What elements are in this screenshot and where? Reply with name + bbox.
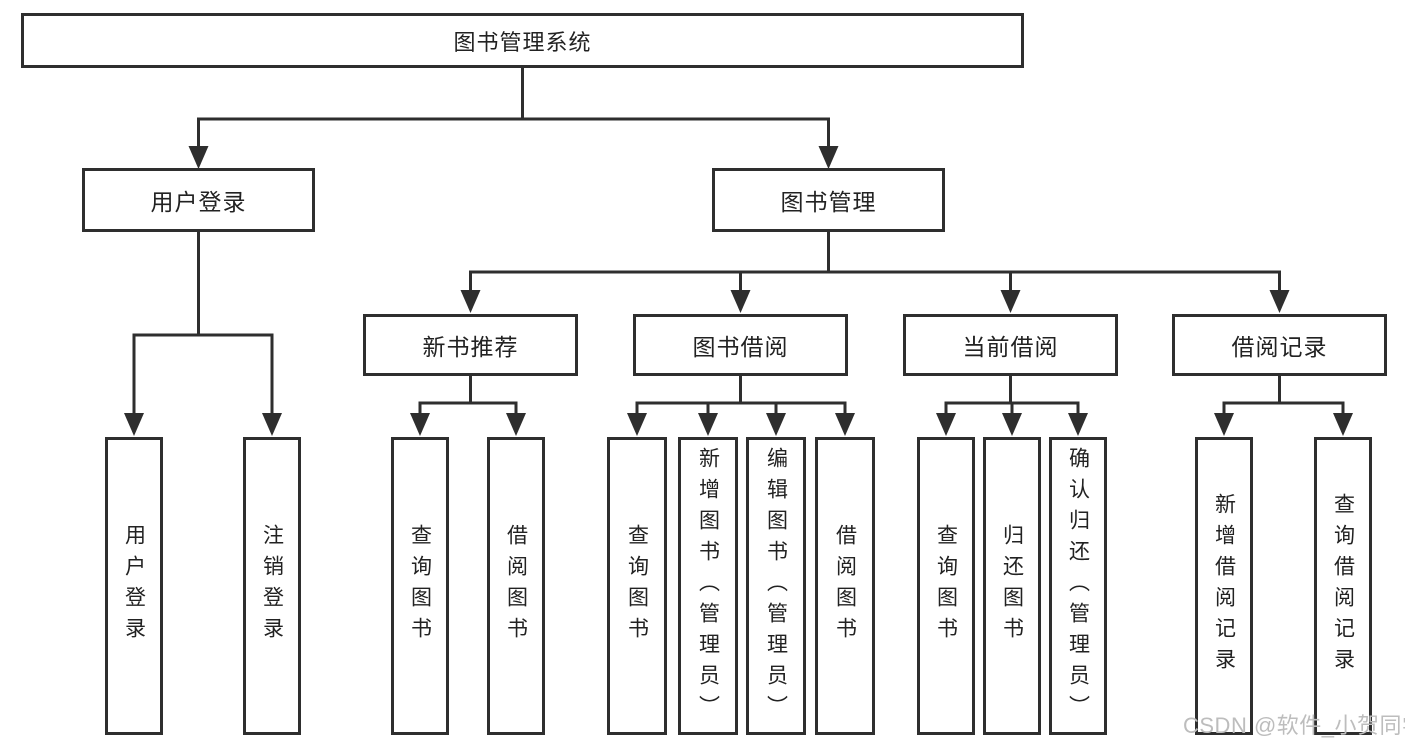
node-book-management: 图书管理: [712, 168, 945, 232]
leaf-query-borrow-record: 查询借阅记录: [1314, 437, 1372, 735]
node-current-borrow: 当前借阅: [903, 314, 1118, 376]
leaf-add-borrow-record-label: 新增借阅记录: [1212, 493, 1236, 679]
leaf-query-books-borrow-label: 查询图书: [625, 524, 649, 648]
node-user-login: 用户登录: [82, 168, 315, 232]
leaf-logout-label: 注销登录: [260, 524, 284, 648]
leaf-add-book-admin: 新增图书（管理员）: [678, 437, 738, 735]
node-book-borrow: 图书借阅: [633, 314, 848, 376]
leaf-confirm-return-admin-label: 确认归还（管理员）: [1066, 446, 1090, 726]
node-new-book-recommend: 新书推荐: [363, 314, 578, 376]
leaf-borrow-books-recommend: 借阅图书: [487, 437, 545, 735]
node-library-system: 图书管理系统: [21, 13, 1024, 68]
leaf-query-books-borrow: 查询图书: [607, 437, 667, 735]
leaf-return-book: 归还图书: [983, 437, 1041, 735]
arrowheads: [124, 146, 1353, 436]
leaf-logout: 注销登录: [243, 437, 301, 735]
leaf-query-books-current-label: 查询图书: [934, 524, 958, 648]
leaf-query-borrow-record-label: 查询借阅记录: [1331, 493, 1355, 679]
leaf-borrow-books: 借阅图书: [815, 437, 875, 735]
leaf-query-books-recommend: 查询图书: [391, 437, 449, 735]
node-borrow-records: 借阅记录: [1172, 314, 1387, 376]
leaf-user-login: 用户登录: [105, 437, 163, 735]
watermark: CSDN @软件_小贺同学: [1183, 713, 1405, 738]
leaf-add-book-admin-label: 新增图书（管理员）: [696, 446, 720, 726]
leaf-borrow-books-recommend-label: 借阅图书: [504, 524, 528, 648]
leaf-borrow-books-label: 借阅图书: [833, 524, 857, 648]
leaf-edit-book-admin-label: 编辑图书（管理员）: [764, 446, 788, 726]
leaf-add-borrow-record: 新增借阅记录: [1195, 437, 1253, 735]
leaf-confirm-return-admin: 确认归还（管理员）: [1049, 437, 1107, 735]
leaf-query-books-current: 查询图书: [917, 437, 975, 735]
leaf-query-books-recommend-label: 查询图书: [408, 524, 432, 648]
leaf-edit-book-admin: 编辑图书（管理员）: [746, 437, 806, 735]
leaf-return-book-label: 归还图书: [1000, 524, 1024, 648]
leaf-user-login-label: 用户登录: [122, 524, 146, 648]
